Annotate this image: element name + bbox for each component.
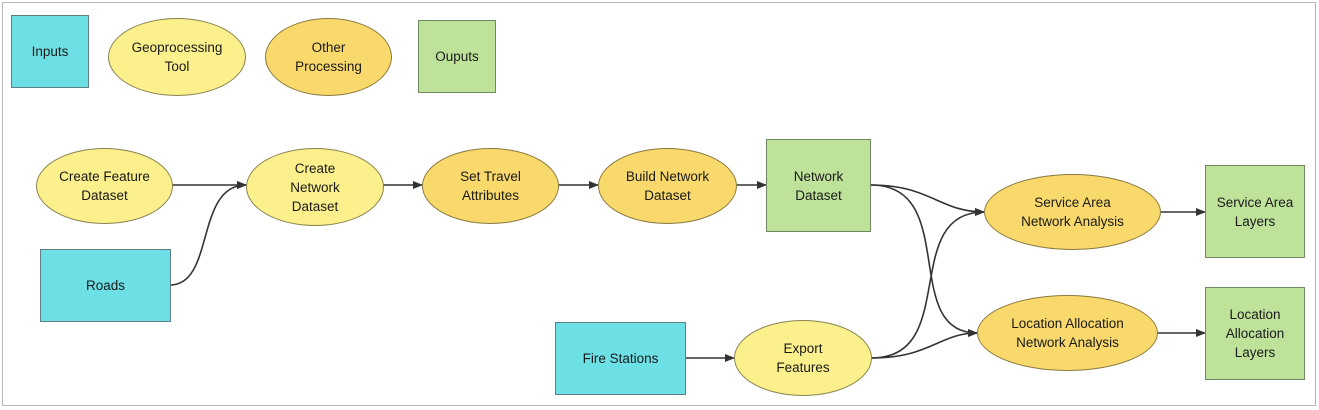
- legend-inputs: Inputs: [11, 15, 89, 88]
- node-create-network-dataset: Create Network Dataset: [246, 148, 384, 226]
- node-set-travel-attributes: Set Travel Attributes: [422, 148, 559, 224]
- node-service-area-analysis-label: Service Area Network Analysis: [1021, 195, 1124, 229]
- node-build-network-dataset: Build Network Dataset: [598, 148, 737, 224]
- legend-geoprocessing-tool-label: Geoprocessing Tool: [131, 40, 223, 74]
- node-location-allocation-analysis: Location Allocation Network Analysis: [977, 295, 1158, 371]
- edge-network-dataset-to-service-area: [870, 184, 985, 216]
- node-create-feature-dataset: Create Feature Dataset: [36, 148, 173, 224]
- node-fire-stations-label: Fire Stations: [582, 351, 659, 366]
- node-roads-label: Roads: [85, 278, 126, 293]
- legend-other-processing-label: Other Processing: [295, 40, 362, 74]
- node-fire-stations: Fire Stations: [555, 322, 686, 395]
- node-service-area-analysis: Service Area Network Analysis: [984, 174, 1161, 250]
- node-location-allocation-layers: Location Allocation Layers: [1205, 287, 1305, 380]
- legend-outputs-label: Ouputs: [435, 49, 479, 64]
- node-roads: Roads: [40, 249, 171, 322]
- node-create-network-dataset-label: Create Network Dataset: [290, 160, 340, 214]
- node-location-allocation-layers-label: Location Allocation Layers: [1225, 307, 1285, 360]
- node-export-features: Export Features: [734, 320, 872, 396]
- legend-outputs: Ouputs: [418, 20, 496, 93]
- node-location-allocation-analysis-label: Location Allocation Network Analysis: [1011, 316, 1124, 350]
- node-set-travel-attributes-label: Set Travel Attributes: [460, 169, 521, 203]
- node-service-area-layers: Service Area Layers: [1205, 165, 1305, 258]
- node-network-dataset-label: Network Dataset: [793, 168, 844, 203]
- node-export-features-label: Export Features: [776, 341, 830, 375]
- legend-other-processing: Other Processing: [265, 18, 392, 96]
- node-network-dataset: Network Dataset: [766, 139, 871, 232]
- legend-inputs-label: Inputs: [31, 44, 69, 59]
- node-build-network-dataset-label: Build Network Dataset: [625, 169, 710, 203]
- node-service-area-layers-label: Service Area Layers: [1216, 194, 1294, 229]
- legend-geoprocessing-tool: Geoprocessing Tool: [108, 18, 246, 96]
- edge-network-dataset-to-location-allocation: [870, 184, 978, 337]
- edge-roads-to-create-network: [169, 181, 247, 286]
- edge-export-features-to-service-area: [871, 208, 985, 359]
- edge-export-features-to-location-allocation: [871, 329, 978, 359]
- node-create-feature-dataset-label: Create Feature Dataset: [59, 169, 150, 203]
